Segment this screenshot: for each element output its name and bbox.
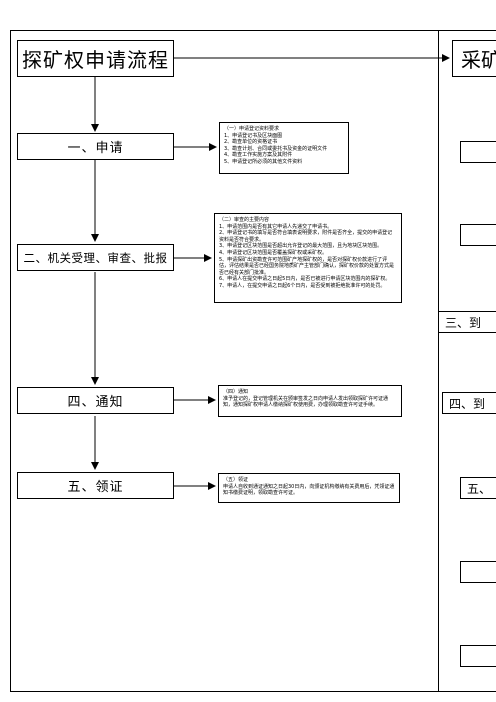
step-collect-license: 五、领证 bbox=[17, 472, 174, 499]
step-apply: 一、申请 bbox=[17, 133, 174, 160]
note-notification: （四）通知 准予登记的，登记管理机关在颁审签发之日向申请人发出领取探矿许可证通知… bbox=[218, 385, 402, 417]
right-box-6 bbox=[460, 561, 496, 583]
diagram-frame bbox=[10, 30, 496, 692]
right-step-4: 四、到 bbox=[442, 392, 496, 414]
note-license-collection: （五）领证 申请人自收到通证通知之日起30日内，向颁证机构缴纳有关费用后，凭领证… bbox=[218, 473, 400, 503]
page-title: 探矿权申请流程 bbox=[17, 40, 174, 77]
note-application-materials: （一）申请登记资料要求 1、申请登记书及区块面图 2、勘查单位的资格证书 3、勘… bbox=[219, 122, 349, 174]
right-box-2 bbox=[460, 224, 496, 246]
step-review: 二、机关受理、审查、批报 bbox=[17, 244, 174, 271]
column-divider bbox=[438, 30, 439, 692]
right-step-3: 三、到 bbox=[438, 311, 496, 333]
right-box-7 bbox=[460, 645, 496, 667]
right-step-5: 五、 bbox=[460, 477, 496, 499]
right-box-1 bbox=[460, 141, 496, 163]
right-column-title: 采矿 bbox=[452, 40, 496, 77]
step-notify: 四、通知 bbox=[17, 387, 174, 414]
note-review-contents: （二）审查的主要内容 1、申请范围内是否有其它申请人先递交了申请书。 2、申请登… bbox=[214, 213, 402, 303]
